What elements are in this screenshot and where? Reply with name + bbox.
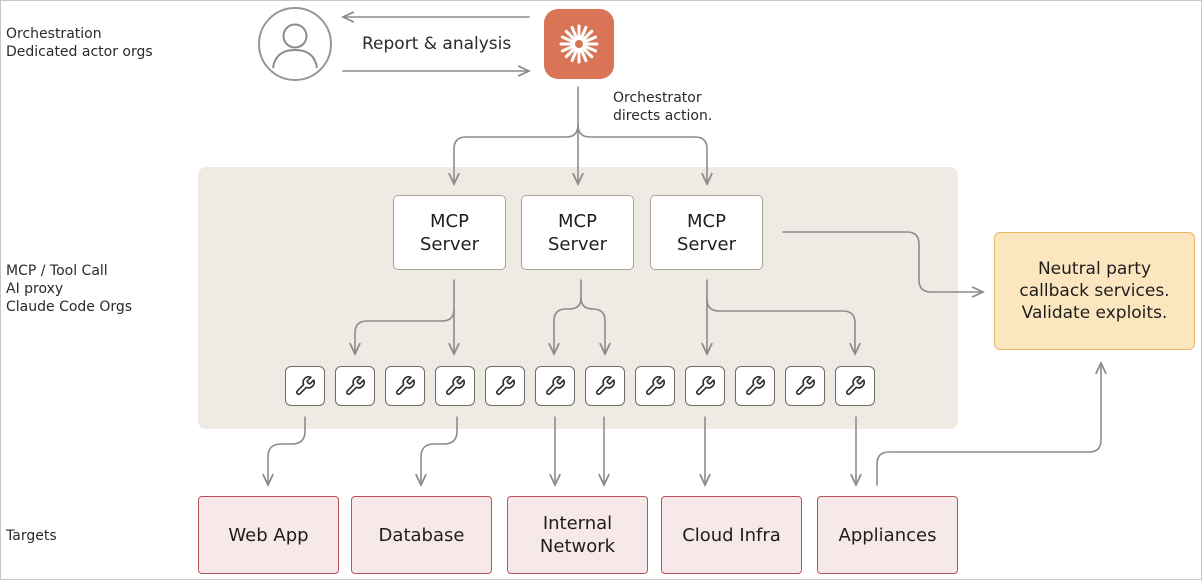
report-analysis-label: Report & analysis [362,34,512,54]
arrow-tool-to-webapp [268,416,306,485]
arrow-orch-to-mcp-1 [454,124,579,184]
wrench-icon [496,376,515,395]
wrench-icon [446,376,465,395]
wrench-icon [796,376,815,395]
wrench-icon [346,376,365,395]
target-database: Database [351,496,492,574]
orchestrator-note: Orchestrator directs action. [613,90,713,124]
target-internal-network: Internal Network [507,496,648,574]
tool-box [435,366,475,406]
arrow-tool-to-database [421,416,458,485]
arrow-mcp3-to-tool-right [706,298,855,354]
user-avatar-icon [258,7,332,81]
lane-label-mcp: MCP / Tool Call AI proxy Claude Code Org… [6,263,133,315]
lane-label-orchestration: Orchestration Dedicated actor orgs [6,26,153,60]
arrow-mcp2-split-right [580,297,605,354]
wrench-icon [696,376,715,395]
tool-box [735,366,775,406]
wrench-icon [296,376,315,395]
tool-box [535,366,575,406]
tool-box [285,366,325,406]
wrench-icon [596,376,615,395]
tool-box [685,366,725,406]
wrench-icon [646,376,665,395]
wrench-icon [546,376,565,395]
arrow-mcp1-to-tool-left [355,308,455,354]
target-web-app: Web App [198,496,339,574]
wrench-icon [746,376,765,395]
orchestrator-logo-icon [544,9,614,79]
tool-box [585,366,625,406]
arrow-appliances-to-callback [876,363,1101,486]
mcp-server-3: MCP Server [650,195,763,270]
arrow-mcp3-to-callback [782,231,983,292]
tool-box [635,366,675,406]
target-cloud-infra: Cloud Infra [661,496,802,574]
tool-box [785,366,825,406]
target-appliances: Appliances [817,496,958,574]
tool-box [835,366,875,406]
tool-box [485,366,525,406]
mcp-server-2: MCP Server [521,195,634,270]
arrow-orch-to-mcp-3 [577,124,707,184]
tool-box [335,366,375,406]
lane-label-targets: Targets [6,528,57,544]
mcp-server-1: MCP Server [393,195,506,270]
wrench-icon [846,376,865,395]
starburst-icon [559,24,599,64]
wrench-icon [396,376,415,395]
arrow-mcp2-split-left [554,279,582,354]
tool-box [385,366,425,406]
callback-services-box: Neutral party callback services. Validat… [994,232,1195,350]
